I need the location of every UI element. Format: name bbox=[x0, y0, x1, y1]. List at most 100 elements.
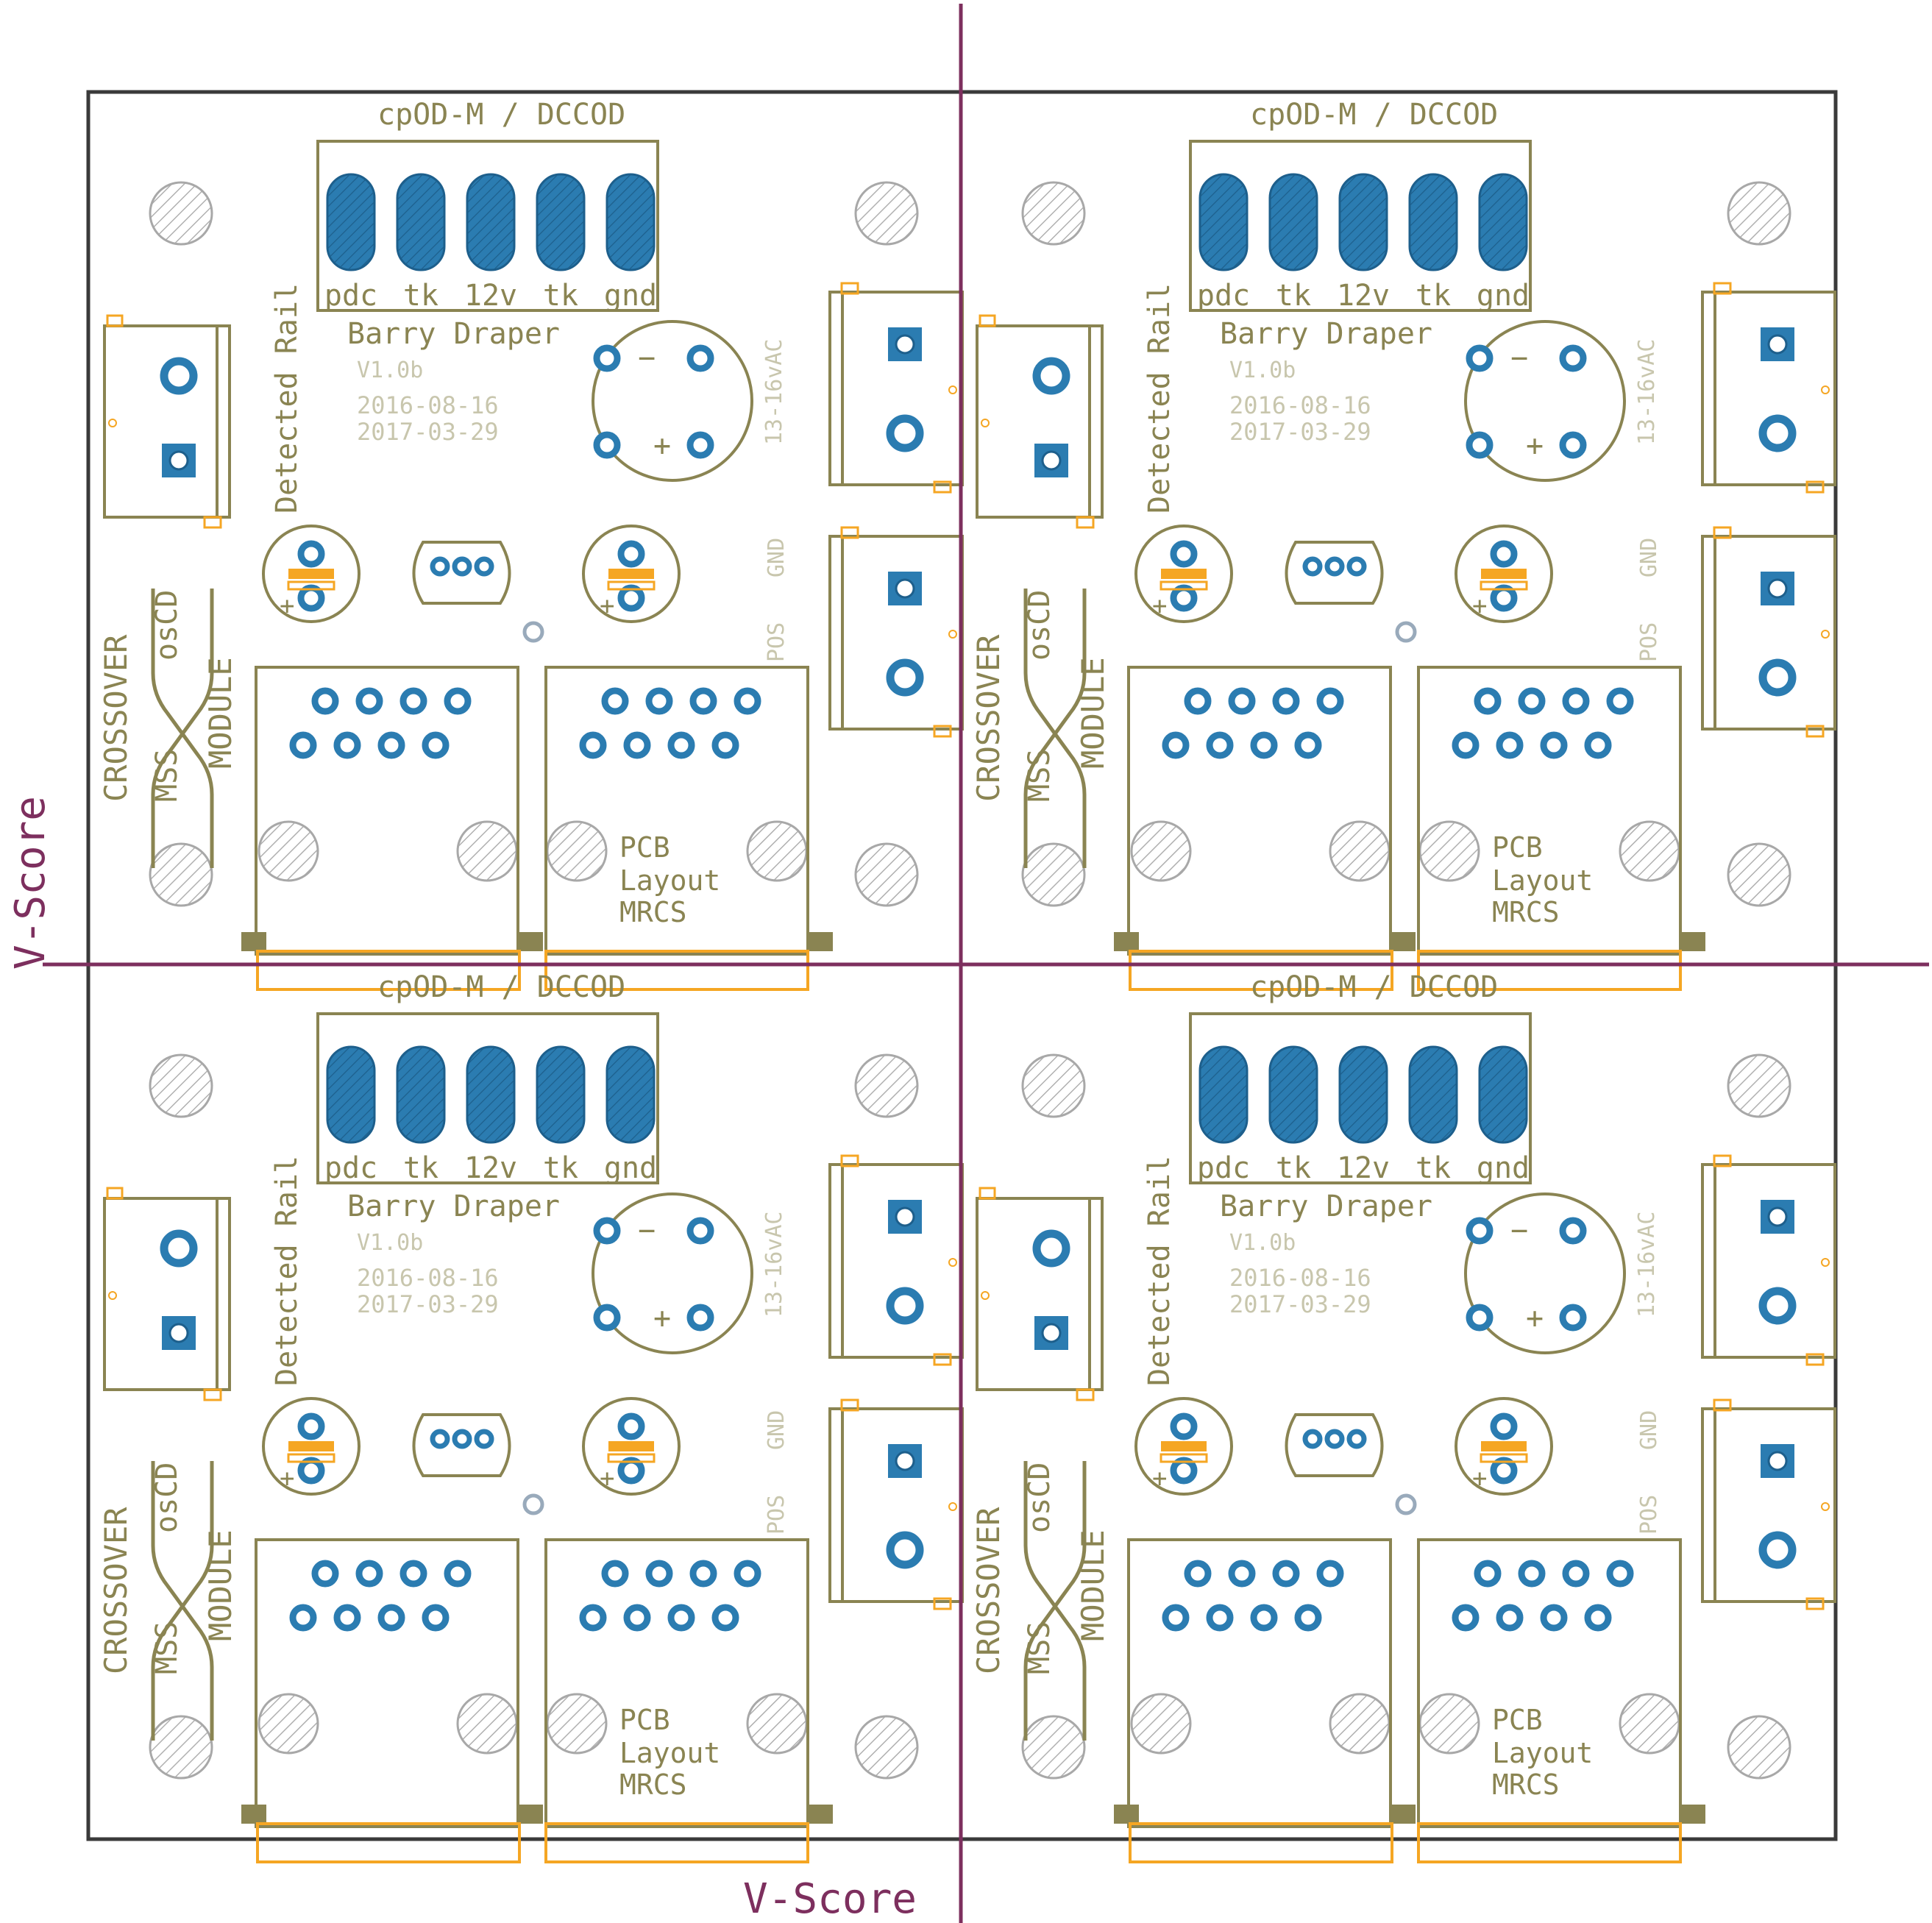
pin-label: 12v bbox=[1337, 279, 1390, 313]
pin-label: tk bbox=[543, 1151, 578, 1185]
pin-label: pdc bbox=[324, 279, 377, 313]
pcb-label-line-2: Layout bbox=[1492, 864, 1593, 897]
pcb-label-line-2: Layout bbox=[619, 864, 720, 897]
cap-left-plus-label: + bbox=[1152, 1464, 1167, 1493]
pcb-label-line-1: PCB bbox=[1492, 1704, 1543, 1736]
pcb-label-line-3: MRCS bbox=[619, 1769, 687, 1801]
connector-title: cpOD-M / DCCOD bbox=[1250, 970, 1498, 1004]
pos-label: POS bbox=[1636, 622, 1662, 662]
power-label: 13-16vAC bbox=[1634, 339, 1660, 446]
crossover-label: CROSSOVER bbox=[970, 1507, 1006, 1674]
detected-rail-label: Detected Rail bbox=[270, 283, 304, 513]
pcb-label-line-3: MRCS bbox=[619, 896, 687, 928]
cap-left-plus-label: + bbox=[280, 1464, 294, 1493]
cap-left-plus-label: + bbox=[280, 591, 294, 621]
gnd-label: GND bbox=[764, 538, 789, 577]
pin-label: tk bbox=[403, 279, 438, 313]
version-label: V1.0b bbox=[357, 1230, 423, 1256]
pin-label: gnd bbox=[604, 1151, 657, 1185]
rectifier-plus-label: + bbox=[653, 429, 671, 463]
pcb-label-line-3: MRCS bbox=[1492, 1769, 1560, 1801]
pin-label: gnd bbox=[1477, 279, 1530, 313]
date-label-2: 2017-03-29 bbox=[357, 1290, 499, 1318]
pin-label: tk bbox=[1276, 1151, 1311, 1185]
gnd-label: GND bbox=[1636, 538, 1662, 577]
mss-label: MSS bbox=[150, 1621, 184, 1674]
date-label-1: 2016-08-16 bbox=[1229, 1264, 1371, 1292]
pin-label: tk bbox=[1416, 1151, 1451, 1185]
connector-title: cpOD-M / DCCOD bbox=[1250, 98, 1498, 132]
cap-left-plus-label: + bbox=[1152, 591, 1167, 621]
pin-label: tk bbox=[403, 1151, 438, 1185]
date-label-2: 2017-03-29 bbox=[1229, 1290, 1371, 1318]
cap-right-plus-label: + bbox=[600, 591, 614, 621]
board-bottom-left bbox=[104, 1014, 962, 1862]
vscore-label-left: V-Score bbox=[7, 796, 54, 970]
pos-label: POS bbox=[764, 622, 789, 662]
mss-label: MSS bbox=[1023, 1621, 1056, 1674]
version-label: V1.0b bbox=[357, 358, 423, 383]
pin-label: tk bbox=[1276, 279, 1311, 313]
oscd-label: osCD bbox=[150, 590, 184, 661]
cap-right-plus-label: + bbox=[1472, 591, 1487, 621]
rectifier-plus-label: + bbox=[653, 1301, 671, 1335]
pin-label: pdc bbox=[1197, 279, 1250, 313]
date-label-2: 2017-03-29 bbox=[1229, 418, 1371, 446]
rectifier-minus-label: − bbox=[638, 341, 656, 375]
date-label-1: 2016-08-16 bbox=[357, 1264, 499, 1292]
author-label: Barry Draper bbox=[347, 317, 560, 351]
rectifier-minus-label: − bbox=[1510, 1214, 1528, 1248]
module-label: MODULE bbox=[202, 1529, 238, 1641]
author-label: Barry Draper bbox=[1220, 317, 1432, 351]
pin-label: tk bbox=[1416, 279, 1451, 313]
vscore-label-bottom: V-Score bbox=[743, 1875, 917, 1923]
gnd-label: GND bbox=[764, 1410, 789, 1450]
board-bottom-right bbox=[977, 1014, 1835, 1862]
pcb-label-line-2: Layout bbox=[1492, 1737, 1593, 1769]
pos-label: POS bbox=[1636, 1495, 1662, 1535]
pcb-label-line-2: Layout bbox=[619, 1737, 720, 1769]
gnd-label: GND bbox=[1636, 1410, 1662, 1450]
crossover-label: CROSSOVER bbox=[970, 634, 1006, 802]
pin-label: tk bbox=[543, 279, 578, 313]
pin-label: pdc bbox=[324, 1151, 377, 1185]
power-label: 13-16vAC bbox=[1634, 1212, 1660, 1318]
rectifier-plus-label: + bbox=[1526, 429, 1544, 463]
module-label: MODULE bbox=[202, 657, 238, 769]
author-label: Barry Draper bbox=[1220, 1190, 1432, 1223]
pos-label: POS bbox=[764, 1495, 789, 1535]
power-label: 13-16vAC bbox=[761, 1212, 787, 1318]
author-label: Barry Draper bbox=[347, 1190, 560, 1223]
board-top-right bbox=[977, 141, 1835, 989]
pcb-label-line-1: PCB bbox=[619, 1704, 670, 1736]
detected-rail-label: Detected Rail bbox=[1143, 1156, 1176, 1386]
pin-label: gnd bbox=[604, 279, 657, 313]
rectifier-minus-label: − bbox=[638, 1214, 656, 1248]
module-label: MODULE bbox=[1075, 657, 1111, 769]
version-label: V1.0b bbox=[1229, 358, 1296, 383]
pin-label: 12v bbox=[464, 1151, 517, 1185]
pin-label: 12v bbox=[1337, 1151, 1390, 1185]
crossover-label: CROSSOVER bbox=[98, 634, 134, 802]
oscd-label: osCD bbox=[150, 1462, 184, 1533]
power-label: 13-16vAC bbox=[761, 339, 787, 446]
board-top-left bbox=[104, 141, 962, 989]
oscd-label: osCD bbox=[1023, 590, 1056, 661]
cap-right-plus-label: + bbox=[600, 1464, 614, 1493]
date-label-1: 2016-08-16 bbox=[1229, 391, 1371, 419]
pcb-label-line-3: MRCS bbox=[1492, 896, 1560, 928]
oscd-label: osCD bbox=[1023, 1462, 1056, 1533]
module-label: MODULE bbox=[1075, 1529, 1111, 1641]
pin-label: gnd bbox=[1477, 1151, 1530, 1185]
mss-label: MSS bbox=[150, 749, 184, 802]
pin-label: 12v bbox=[464, 279, 517, 313]
detected-rail-label: Detected Rail bbox=[270, 1156, 304, 1386]
detected-rail-label: Detected Rail bbox=[1143, 283, 1176, 513]
version-label: V1.0b bbox=[1229, 1230, 1296, 1256]
